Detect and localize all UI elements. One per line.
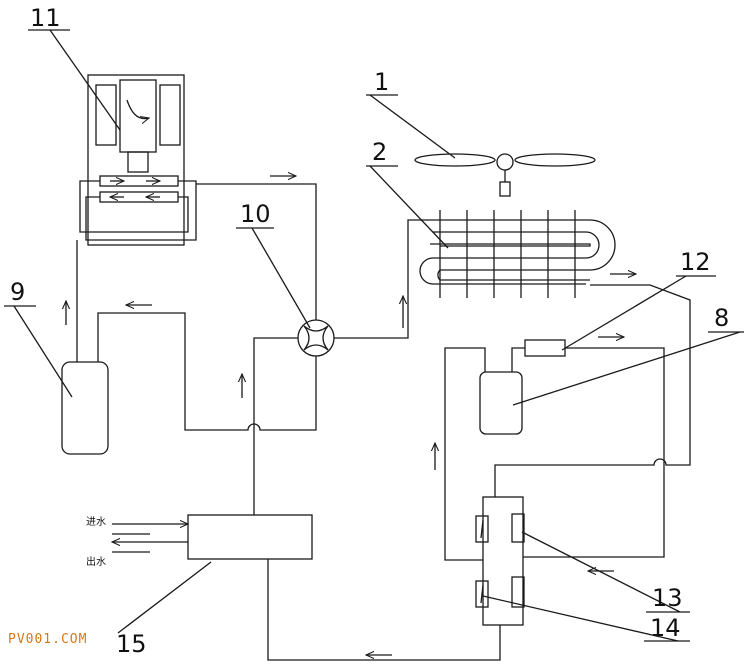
label-11: 11 [30,4,61,32]
compressor-unit [79,74,197,246]
check-valve-bridge [475,496,525,626]
filter-drier [524,339,566,357]
label-12: 12 [680,248,711,276]
watermark: PV001.COM [8,632,87,647]
leader-lines [13,29,741,642]
water-inlet-label: 进水 [86,516,106,528]
label-2: 2 [372,138,387,166]
flow-arrows [66,176,636,655]
refrigerant-piping [76,183,691,661]
label-10: 10 [240,200,271,228]
fan [414,153,596,197]
label-1: 1 [374,68,389,96]
label-13: 13 [652,584,683,612]
label-8: 8 [714,304,729,332]
label-14: 14 [650,614,681,642]
label-15: 15 [116,630,147,658]
four-way-valve [297,319,335,357]
liquid-receiver [479,371,523,435]
label-9: 9 [10,278,25,306]
finned-coil [419,210,616,298]
water-outlet-label: 出水 [86,555,106,568]
accumulator [61,361,109,455]
water-heat-exchanger [112,514,313,560]
